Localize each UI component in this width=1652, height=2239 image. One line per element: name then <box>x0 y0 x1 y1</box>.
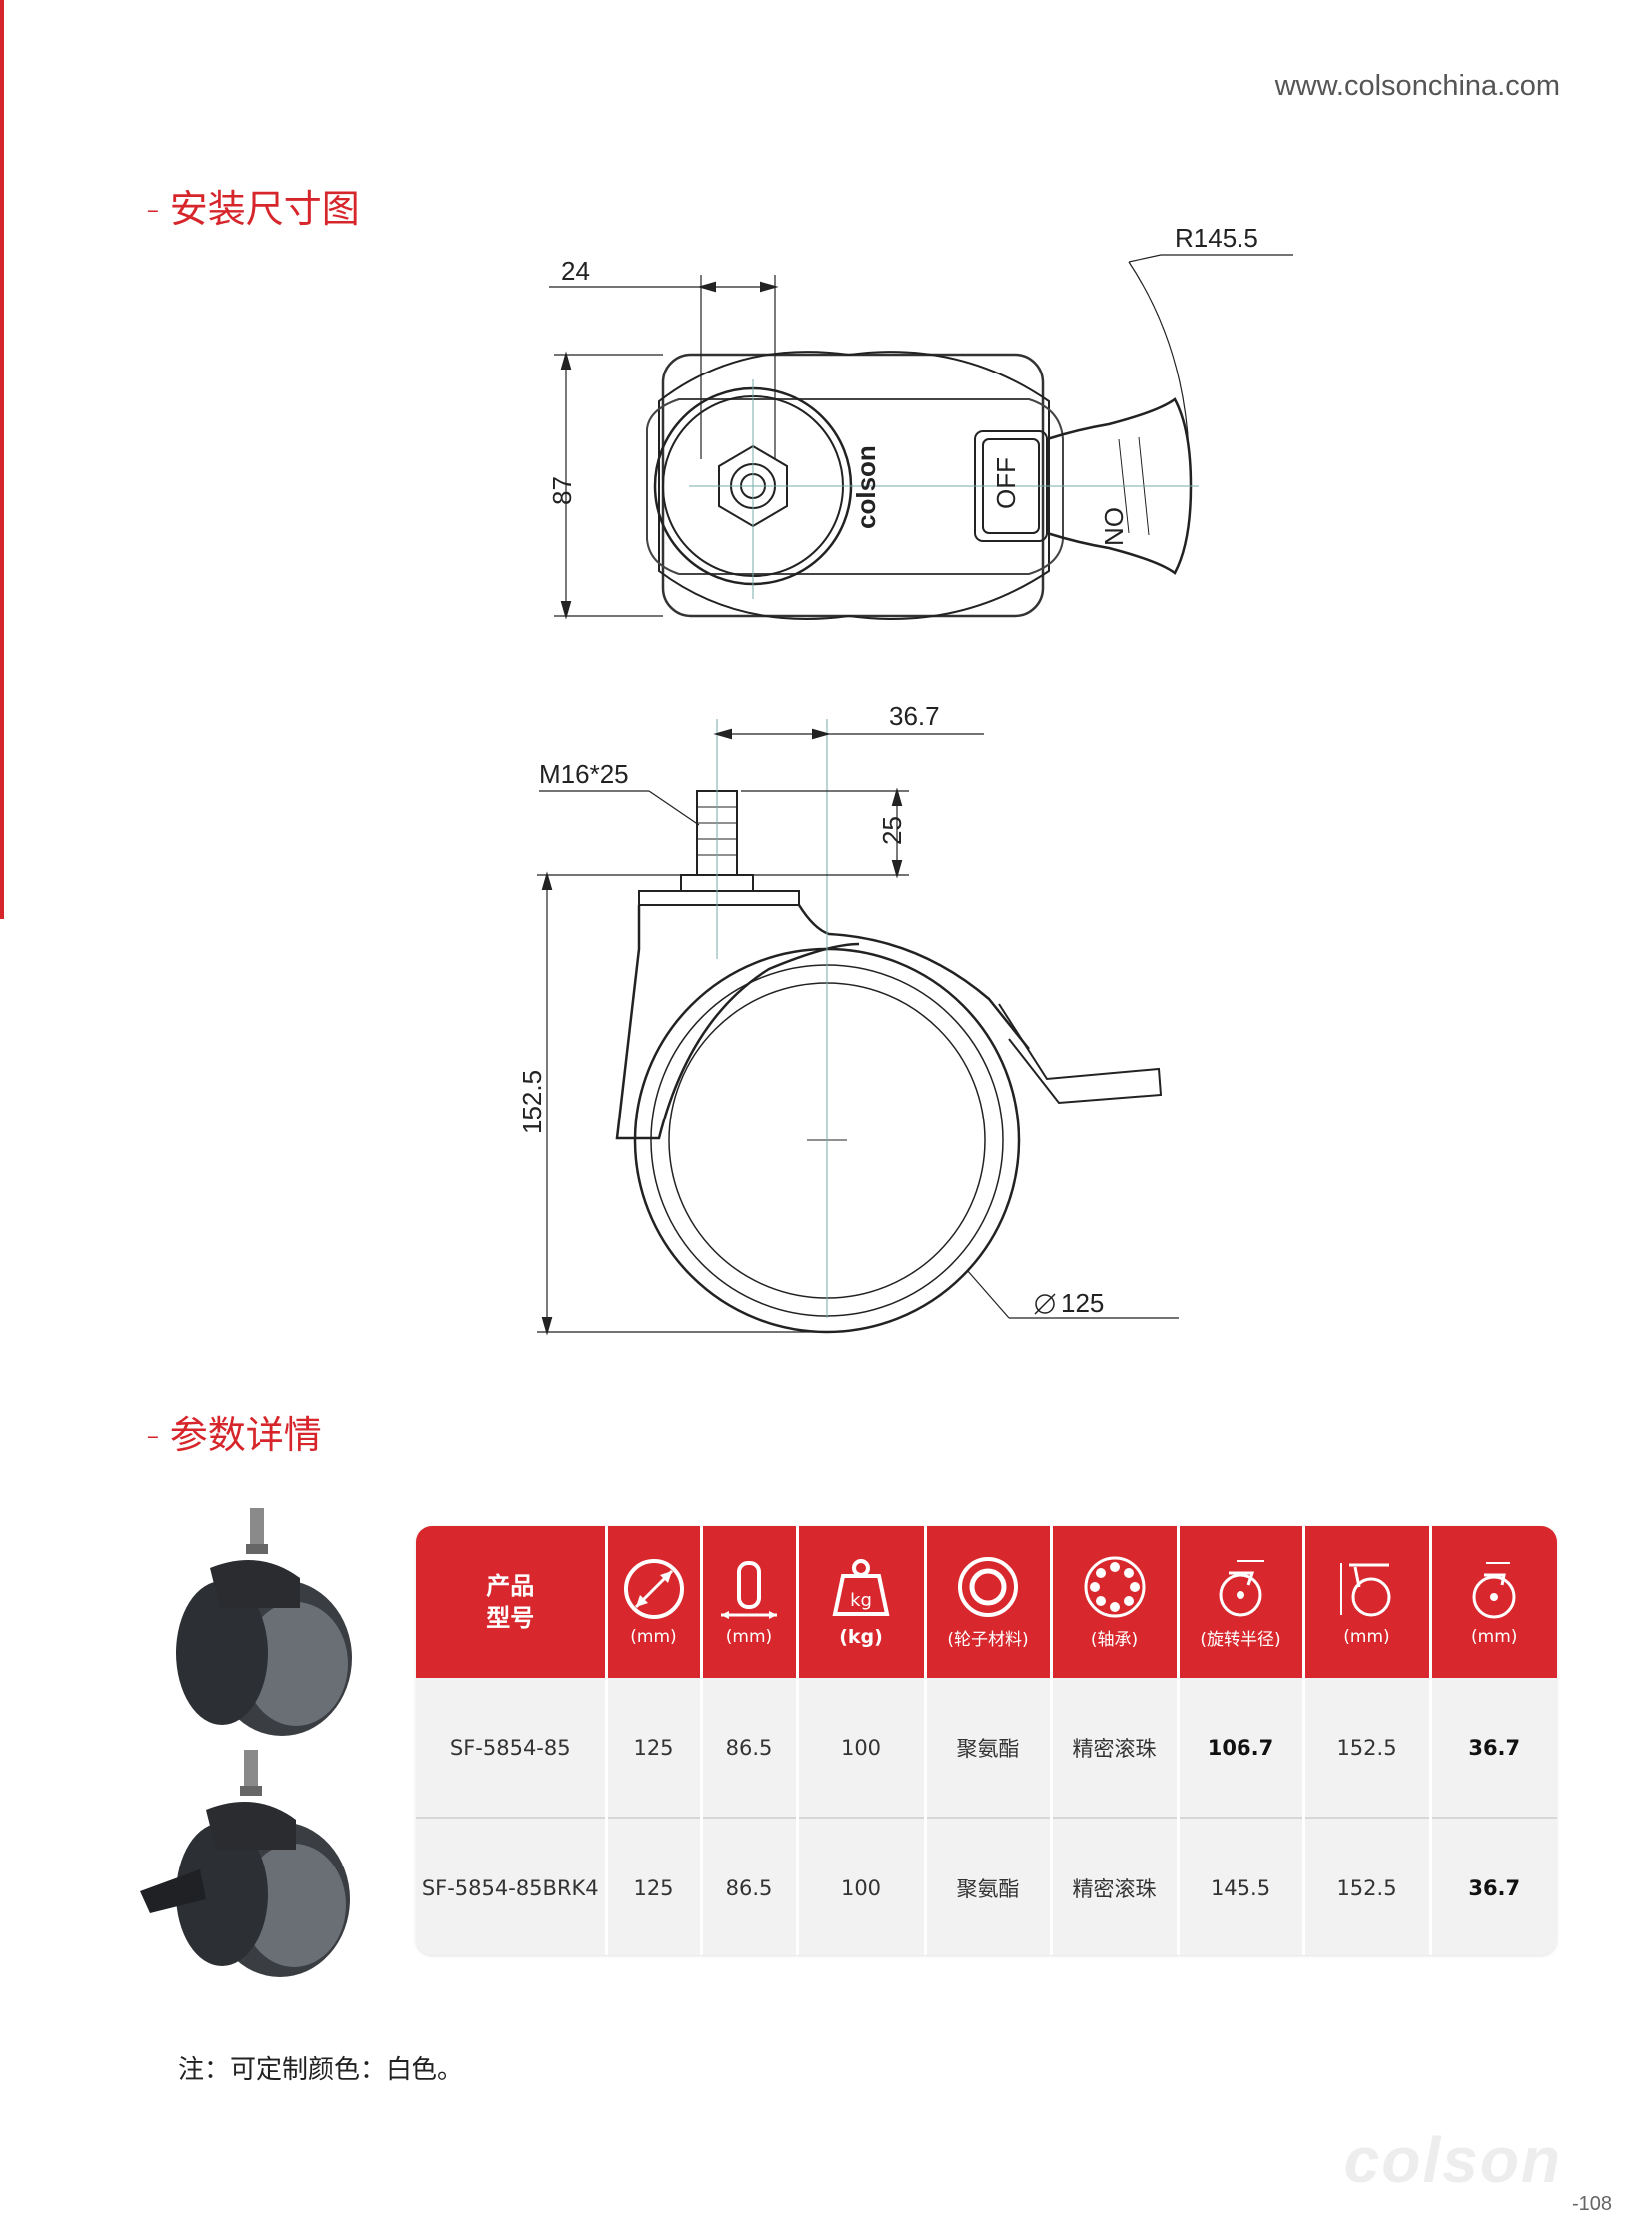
page-number: -108 <box>1571 2193 1612 2215</box>
dim-stem-label: 25 <box>877 816 907 845</box>
website-url[interactable]: www.colsonchina.com <box>1274 70 1560 102</box>
dim-offset-label: 36.7 <box>889 701 940 731</box>
body-brand-text: colson <box>851 445 881 529</box>
cell-diameter: 125 <box>606 1678 703 1819</box>
cell-material: 聚氨酯 <box>925 1678 1053 1819</box>
install-dimensions-title: -安装尺寸图 <box>146 187 360 231</box>
table-row: SF-5854-85 125 86.5 100 聚氨酯 精密滚珠 106.7 1… <box>416 1678 1557 1819</box>
dim-diameter-label: 125 <box>1061 1288 1104 1318</box>
mounting-height-icon <box>1339 1563 1390 1617</box>
brake-on-label: ON <box>1099 507 1129 546</box>
swivel-radius-icon <box>1219 1559 1264 1616</box>
parameters-title: -参数详情 <box>146 1413 322 1457</box>
wheel-diameter-icon <box>623 1559 684 1619</box>
color-note: 注：可定制颜色：白色。 <box>178 2055 464 2085</box>
wheel-width-icon <box>721 1561 777 1619</box>
cell-model: SF-5854-85BRK4 <box>416 1818 608 1955</box>
dim-width-label: 24 <box>561 256 590 286</box>
brand-logo: colson <box>1343 2124 1562 2196</box>
cell-offset: 36.7 <box>1468 1875 1521 1900</box>
header-material: (轮子材料) <box>925 1526 1053 1678</box>
left-accent-rule <box>0 0 4 919</box>
brake-off-label: OFF <box>991 457 1021 509</box>
header-height: (mm) <box>1303 1526 1432 1678</box>
wheel-material-icon <box>958 1556 1018 1617</box>
load-weight-icon: kg <box>832 1559 890 1616</box>
cell-bearing: 精密滚珠 <box>1051 1818 1180 1955</box>
cell-material: 聚氨酯 <box>925 1818 1053 1955</box>
cell-width: 86.5 <box>701 1818 799 1955</box>
header-model: 产品 型号 <box>416 1526 608 1678</box>
offset-icon <box>1472 1562 1516 1619</box>
dim-radius-label: R145.5 <box>1175 223 1258 253</box>
cell-load: 100 <box>797 1678 927 1819</box>
technical-drawing: 24 87 R145.5 colson OFF ON 36.7 M16*25 2… <box>517 223 1293 1336</box>
cell-swivel-radius: 145.5 <box>1178 1818 1305 1955</box>
caster-brake-product-image <box>140 1750 350 1977</box>
cell-bearing: 精密滚珠 <box>1051 1678 1180 1819</box>
header-swivel-radius: (旋转半径) <box>1178 1526 1305 1678</box>
header-offset: (mm) <box>1430 1526 1557 1678</box>
cell-diameter: 125 <box>606 1818 703 1955</box>
caster-product-image <box>176 1508 352 1736</box>
cell-width: 86.5 <box>701 1678 799 1819</box>
header-bearing: (轴承) <box>1051 1526 1180 1678</box>
cell-height: 152.5 <box>1303 1818 1432 1955</box>
header-load: kg (kg) <box>797 1526 927 1678</box>
cell-offset: 36.7 <box>1430 1678 1557 1819</box>
header-diameter: (mm) <box>606 1526 703 1678</box>
cell-swivel-radius: 106.7 <box>1178 1678 1305 1819</box>
side-view-drawing <box>537 719 1179 1336</box>
cell-load: 100 <box>797 1818 927 1955</box>
cell-height: 152.5 <box>1303 1678 1432 1819</box>
bearing-icon <box>1084 1556 1145 1617</box>
header-width: (mm) <box>701 1526 799 1678</box>
top-view-drawing <box>549 254 1293 620</box>
cell-model: SF-5854-85 <box>416 1678 608 1819</box>
table-row: SF-5854-85BRK4 125 86.5 100 聚氨酯 精密滚珠 145… <box>416 1818 1557 1955</box>
dim-thread-label: M16*25 <box>539 759 629 789</box>
spec-table: 产品 型号 (mm) (mm) kg (kg) (轮子材料) <box>416 1526 1557 1955</box>
svg-text:kg: kg <box>850 1590 872 1611</box>
dim-height-side-label: 152.5 <box>517 1070 547 1134</box>
dim-height-top-label: 87 <box>547 476 577 505</box>
